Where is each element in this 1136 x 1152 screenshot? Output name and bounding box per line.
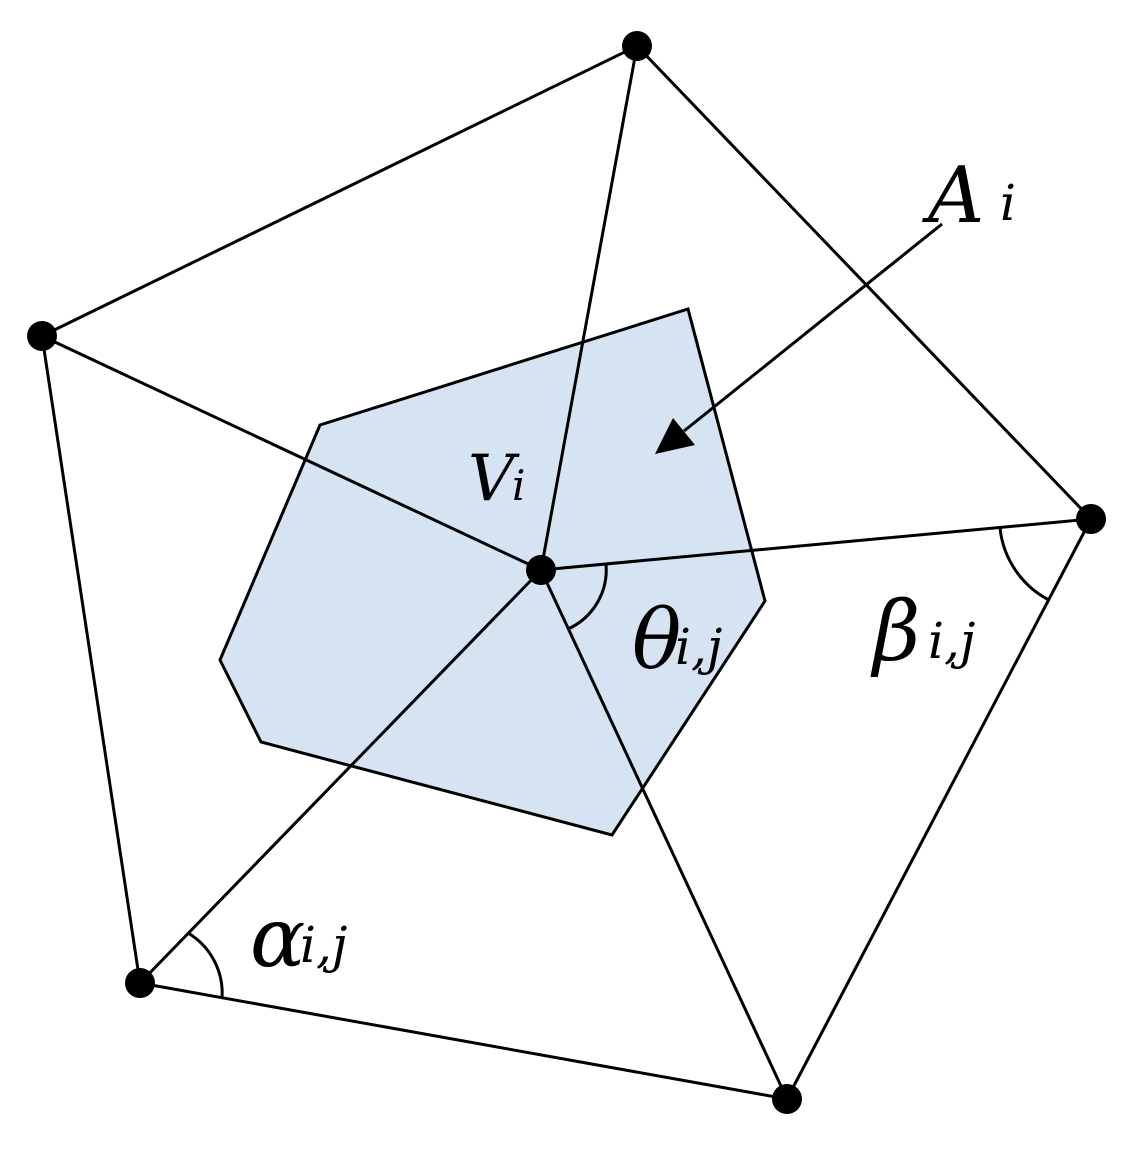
vertex-right: [1076, 504, 1106, 534]
edge-left-top: [41, 44, 638, 338]
label-alpha-main: α: [250, 891, 305, 986]
spoke-edges: [41, 45, 1092, 1100]
label-area-sub: i: [1000, 174, 1016, 232]
angle-arcs: [187, 527, 1050, 999]
outer-edges: [40, 44, 1093, 1101]
vertex-center: [526, 555, 556, 585]
spoke-right: [540, 517, 1092, 572]
label-vertex-sub: i: [512, 461, 525, 510]
label-theta-main: θ: [632, 593, 681, 688]
label-area-main: A: [922, 151, 984, 241]
beta-arc: [998, 527, 1050, 602]
label-beta-sub: i,j: [928, 612, 975, 670]
label-beta: β i,j: [870, 585, 975, 680]
label-vertex-main: V: [468, 442, 520, 516]
label-alpha-sub: i,j: [300, 916, 347, 974]
edge-bottom-bottomleft: [139, 981, 788, 1101]
edge-top-right: [635, 44, 1093, 521]
voronoi-region-ai: [218, 307, 767, 837]
spoke-left: [41, 334, 542, 572]
label-beta-main: β: [870, 585, 920, 680]
arrow-head: [655, 418, 695, 454]
edge-bottomleft-left: [40, 335, 142, 984]
vertex-top: [622, 31, 652, 61]
vertex-bottom: [772, 1084, 802, 1114]
vertex-bottomleft: [125, 968, 155, 998]
label-theta-sub: i,j: [675, 618, 722, 676]
spoke-top: [539, 45, 639, 571]
spoke-bottom: [539, 569, 789, 1100]
vertices: [27, 31, 1106, 1114]
edge-right-bottom: [785, 518, 1093, 1100]
alpha-arc: [187, 931, 224, 999]
label-area: A i: [922, 151, 1016, 241]
label-theta: θ i,j: [632, 593, 722, 688]
label-vertex: V i: [468, 442, 525, 516]
theta-arc: [567, 563, 608, 631]
area-arrow: [655, 222, 943, 454]
spoke-bottomleft: [138, 568, 543, 985]
label-alpha: α i,j: [250, 891, 347, 986]
vertex-left: [27, 321, 57, 351]
